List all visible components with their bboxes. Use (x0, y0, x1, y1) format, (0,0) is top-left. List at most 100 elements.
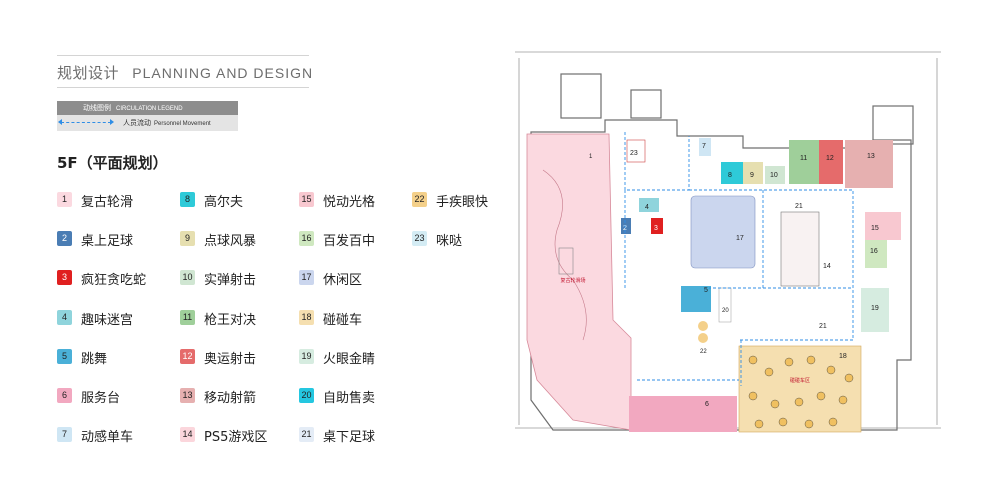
zone-number-badge: 15 (299, 192, 314, 207)
header-bottom-rule (57, 87, 309, 88)
zone-1-num: 1 (589, 154, 593, 160)
zone-number-badge: 23 (412, 231, 427, 247)
zone-14 (780, 211, 820, 287)
zone-number-badge: 11 (180, 309, 195, 325)
svg-text:22: 22 (700, 349, 707, 355)
zone-5 (681, 286, 711, 312)
zone-number-badge: 13 (180, 388, 195, 403)
zone-label: PS5游戏区 (204, 430, 268, 446)
zone-number-badge: 22 (412, 192, 427, 207)
zone-label: 实弹射击 (204, 273, 257, 289)
legend-item-en: Personnel Movement (154, 121, 211, 127)
zone-label: 趣味迷宫 (81, 312, 134, 328)
svg-text:21: 21 (819, 323, 827, 330)
zone-number-badge: 10 (180, 270, 195, 286)
svg-text:19: 19 (871, 305, 879, 312)
floor-plan: 复古轮滑场 1 23 8 9 10 11 12 13 7 4 2 3 17 14… (515, 51, 941, 433)
zone-number-badge: 4 (57, 309, 72, 325)
zone-label: 碰碰车 (323, 312, 363, 328)
legend-title-en: CIRCULATION LEGEND (116, 106, 183, 112)
zone-label: 动感单车 (81, 430, 134, 446)
zone-number-badge: 1 (57, 192, 72, 207)
svg-text:9: 9 (750, 172, 754, 179)
section-title: 规划设计 PLANNING AND DESIGN (57, 62, 313, 83)
zone-number-badge: 9 (180, 231, 195, 247)
svg-text:15: 15 (871, 225, 879, 232)
zone-11 (789, 140, 819, 184)
zone-number-badge: 8 (180, 192, 195, 207)
svg-text:6: 6 (705, 401, 709, 408)
svg-text:11: 11 (800, 155, 807, 162)
zone-number-badge: 6 (57, 388, 72, 403)
zone-number-badge: 21 (299, 427, 314, 443)
zone-19 (861, 288, 889, 332)
zone-2 (621, 218, 631, 234)
zone-number-badge: 3 (57, 270, 72, 286)
zone-number-badge: 5 (57, 348, 72, 364)
zone-1-name: 复古轮滑场 (560, 277, 585, 284)
svg-text:4: 4 (645, 204, 649, 211)
svg-text:3: 3 (654, 225, 658, 232)
zone-number-badge: 16 (299, 231, 314, 247)
svg-text:16: 16 (870, 248, 878, 255)
zone-label: 点球风暴 (204, 234, 257, 250)
dashed-arrow-icon (58, 119, 114, 125)
zone-number-badge: 12 (180, 348, 195, 364)
svg-text:21: 21 (795, 203, 803, 210)
zone-7 (699, 138, 711, 156)
svg-text:8: 8 (728, 172, 732, 179)
zone-label: 桌下足球 (323, 430, 376, 446)
zone-16 (865, 240, 887, 268)
svg-text:14: 14 (823, 263, 831, 270)
zone-3 (651, 218, 663, 234)
svg-text:12: 12 (826, 155, 834, 162)
zone-17 (690, 195, 756, 269)
zone-10 (765, 166, 785, 184)
zone-9 (743, 162, 763, 184)
zone-label: 高尔夫 (204, 195, 244, 210)
plan-title: 5F（平面规划） (57, 154, 168, 172)
zone-label: 桌上足球 (81, 234, 134, 250)
zone-label: 疯狂贪吃蛇 (81, 273, 147, 289)
legend-item-cn: 人员流动 (123, 119, 151, 127)
zone-6 (629, 396, 737, 432)
header-top-rule (57, 55, 309, 56)
zone-number-badge: 19 (299, 348, 314, 364)
zone-label: 移动射箭 (204, 391, 257, 406)
bumper-cars (748, 355, 854, 429)
circulation-paths (624, 132, 854, 386)
svg-text:7: 7 (702, 143, 706, 150)
zone-label: 自助售卖 (323, 391, 376, 406)
zone-label: 火眼金睛 (323, 351, 376, 367)
svg-text:10: 10 (770, 172, 778, 179)
zone-label: 悦动光格 (323, 195, 376, 210)
section-title-cn: 规划设计 (57, 64, 120, 82)
zone-number-badge: 14 (180, 427, 195, 443)
zone-label: 奥运射击 (204, 351, 257, 367)
zone-label: 枪王对决 (204, 312, 257, 328)
zone-number-badge: 17 (299, 270, 314, 286)
svg-text:20: 20 (722, 308, 729, 314)
zone-20 (718, 287, 732, 323)
zone-22: 22 (698, 321, 708, 355)
zone-label: 服务台 (81, 391, 121, 406)
svg-text:2: 2 (623, 225, 627, 232)
svg-text:23: 23 (630, 150, 638, 157)
zone-label: 复古轮滑 (81, 195, 134, 210)
zone-label: 咪哒 (436, 234, 463, 250)
zone-4 (639, 198, 659, 212)
zone-13 (845, 140, 893, 188)
zone-8 (721, 162, 743, 184)
svg-text:5: 5 (704, 287, 708, 294)
zone-18 (738, 345, 862, 433)
zone-18-name: 碰碰车区 (790, 377, 810, 384)
svg-text:18: 18 (839, 353, 847, 360)
zone-label: 手疾眼快 (436, 195, 489, 210)
zone-label: 百发百中 (323, 234, 376, 250)
zone-number-badge: 2 (57, 231, 72, 247)
zone-15 (865, 212, 901, 240)
